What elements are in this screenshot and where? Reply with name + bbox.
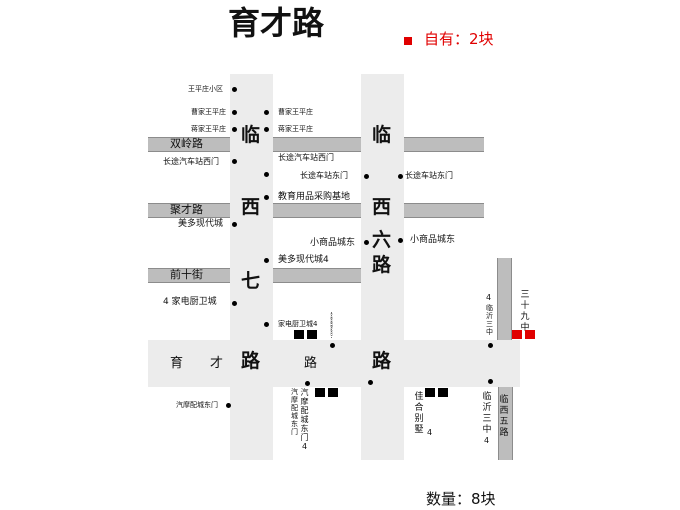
- road-label-yucai-4: 路: [372, 350, 392, 372]
- label-qimo-vert-b: 汽摩配城东门4: [300, 388, 309, 451]
- road-label-sanshijiu: 三十九中: [520, 290, 530, 333]
- location-dot: [232, 110, 237, 115]
- billboard-panel: [425, 388, 435, 397]
- sign-post: [331, 312, 333, 338]
- location-dot: [398, 238, 403, 243]
- label-jiangjia-right: 蒋家王平庄: [278, 125, 313, 133]
- label-sign-text: 小商品城东门: [329, 312, 333, 336]
- label-xiaoshangpin-right: 小商品城东: [410, 235, 456, 245]
- road-sanshijiu-strip: [497, 258, 512, 340]
- label-linyi-sanzhong-top-num: 4: [486, 293, 492, 302]
- road-label-shuangling: 双岭路: [170, 137, 203, 150]
- billboard-panel: [294, 330, 304, 339]
- road-label-linxiqi-4: 路: [241, 350, 261, 372]
- road-label-yucai-1: 育: [170, 356, 184, 371]
- label-linyi-sanzhong-top: 临沂三中: [486, 304, 493, 336]
- location-dot: [264, 172, 269, 177]
- location-dot: [232, 159, 237, 164]
- owned-panel: [512, 330, 522, 339]
- road-label-linxiqi-3: 七: [241, 270, 261, 292]
- label-jiaoyu: 教育用品采购基地: [278, 192, 351, 202]
- location-dot: [264, 195, 269, 200]
- owned-panel: [525, 330, 535, 339]
- billboard-panel: [438, 388, 448, 397]
- road-label-yucai-3: 路: [304, 356, 318, 371]
- label-xiaoshangpin-left: 小商品城东: [310, 238, 356, 248]
- label-linyi-sanzhong-bottom-num: 4: [484, 436, 490, 445]
- road-linxi-liu: [361, 74, 404, 460]
- location-dot: [264, 127, 269, 132]
- label-meiduo-left: 美多现代城: [178, 219, 224, 229]
- location-dot: [226, 403, 231, 408]
- location-dot: [488, 379, 493, 384]
- label-caojia-right: 曹家王平庄: [278, 108, 313, 116]
- billboard-panel: [307, 330, 317, 339]
- label-changtu-west-left: 长途汽车站西门: [163, 157, 219, 166]
- location-dot: [232, 87, 237, 92]
- label-qimo-left: 汽摩配城东门: [176, 401, 218, 409]
- legend-marker: [404, 37, 412, 45]
- road-label-yucai-2: 才: [210, 356, 224, 371]
- location-dot: [368, 380, 373, 385]
- road-label-linxiliu-4: 路: [372, 254, 392, 276]
- road-qianshi: [148, 268, 401, 283]
- road-linxi-qi: [230, 74, 273, 460]
- location-dot: [232, 301, 237, 306]
- billboard-panel: [328, 388, 338, 397]
- location-dot: [232, 127, 237, 132]
- label-changtu-west-right: 长途汽车站西门: [278, 153, 334, 162]
- road-yucai-stub: [404, 282, 494, 340]
- label-jiadian-right: 家电厨卫城4: [278, 320, 318, 328]
- location-dot: [232, 222, 237, 227]
- label-meiduo-right: 美多现代城4: [278, 255, 329, 265]
- location-dot: [264, 258, 269, 263]
- road-label-qianshi: 前十街: [170, 268, 203, 281]
- label-caojia-left: 曹家王平庄: [191, 108, 226, 116]
- road-label-linxiqi-2: 西: [241, 196, 261, 218]
- road-label-linxiqi-1: 临: [241, 124, 261, 146]
- road-linxi-wu: [498, 387, 513, 460]
- map-title: 育才路: [228, 4, 325, 42]
- label-jiahe: 佳合别墅: [414, 392, 424, 435]
- road-label-linxiwu: 临西五路: [499, 395, 509, 438]
- label-linyi-sanzhong-bottom: 临沂三中: [482, 392, 492, 435]
- label-jiadian-left: 4 家电厨卫城: [163, 297, 217, 307]
- road-label-linxiliu-3: 六: [372, 229, 392, 251]
- location-dot: [264, 322, 269, 327]
- location-dot: [305, 381, 310, 386]
- road-label-jucai: 聚才路: [170, 203, 203, 216]
- road-yucai: [148, 340, 520, 387]
- location-dot: [264, 110, 269, 115]
- location-dot: [330, 343, 335, 348]
- label-jiahe-num: 4: [427, 428, 433, 437]
- road-label-linxiliu-2: 西: [372, 196, 392, 218]
- label-jiangjia-left: 蒋家王平庄: [191, 125, 226, 133]
- billboard-panel: [315, 388, 325, 397]
- label-changtu-east-left: 长途车站东门: [300, 171, 348, 180]
- location-dot: [488, 343, 493, 348]
- legend-text: 自有：2块: [424, 30, 494, 48]
- label-wangping-xiaoqu: 王平庄小区: [188, 85, 223, 93]
- location-dot: [398, 174, 403, 179]
- label-qimo-vert-a: 汽摩配城东门: [291, 388, 298, 436]
- road-label-linxiliu-1: 临: [372, 124, 392, 146]
- location-dot: [364, 240, 369, 245]
- location-dot: [364, 174, 369, 179]
- label-changtu-east-right: 长途车站东门: [405, 171, 453, 180]
- quantity-text: 数量：8块: [426, 490, 496, 508]
